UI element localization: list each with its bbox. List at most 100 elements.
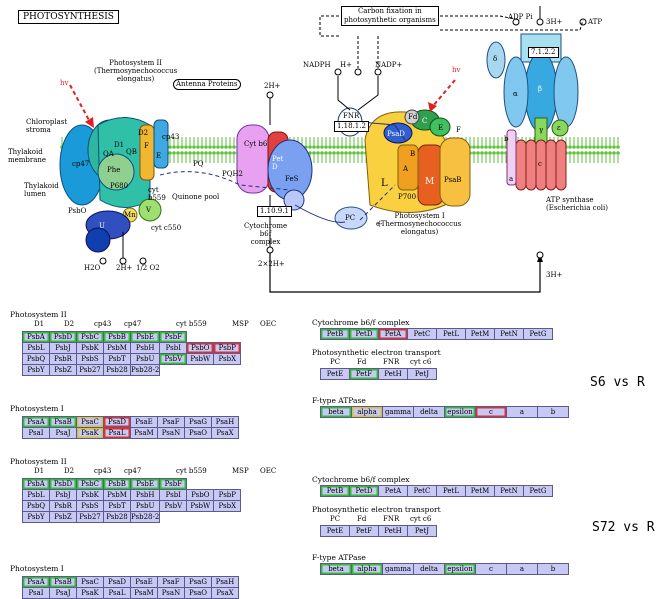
gene-cell[interactable]: b bbox=[537, 563, 569, 575]
gene-cell[interactable]: PsaB bbox=[49, 576, 77, 588]
gene-cell[interactable]: PsbB bbox=[103, 331, 131, 343]
gene-cell[interactable]: delta bbox=[413, 563, 445, 575]
gene-cell[interactable]: Psb27 bbox=[76, 364, 104, 376]
gene-cell[interactable]: PsbL bbox=[22, 342, 50, 354]
gene-cell[interactable]: delta bbox=[413, 406, 445, 418]
gene-cell[interactable]: PsaX bbox=[211, 587, 239, 599]
gene-cell[interactable]: PsaX bbox=[211, 427, 239, 439]
gene-cell[interactable]: PsaO bbox=[184, 427, 212, 439]
gene-cell[interactable]: PsbV bbox=[159, 500, 188, 512]
gene-cell[interactable]: alpha bbox=[351, 563, 383, 575]
gene-cell[interactable]: PsbO bbox=[186, 489, 215, 501]
gene-cell[interactable]: PetC bbox=[407, 328, 437, 340]
gene-cell[interactable]: PsbK bbox=[76, 489, 104, 501]
gene-cell[interactable]: PsbI bbox=[159, 342, 188, 354]
gene-cell[interactable]: PsbC bbox=[76, 331, 104, 343]
gene-cell[interactable]: PsbK bbox=[76, 342, 104, 354]
gene-cell[interactable]: PetL bbox=[436, 328, 466, 340]
gene-cell[interactable]: PsbY bbox=[22, 364, 50, 376]
gene-cell[interactable]: epsilon bbox=[444, 406, 476, 418]
gene-cell[interactable]: PsaJ bbox=[49, 587, 77, 599]
gene-cell[interactable]: PsbW bbox=[186, 353, 215, 365]
gene-cell[interactable]: PsbI bbox=[159, 489, 188, 501]
gene-cell[interactable]: c bbox=[475, 563, 507, 575]
gene-cell[interactable]: PsbP bbox=[213, 489, 242, 501]
gene-cell[interactable]: PsaA bbox=[22, 576, 50, 588]
gene-cell[interactable]: PsbQ bbox=[22, 353, 50, 365]
gene-cell[interactable]: PetD bbox=[349, 328, 379, 340]
gene-cell[interactable]: PsbS bbox=[76, 353, 104, 365]
gene-cell[interactable]: PetD bbox=[349, 485, 379, 497]
gene-cell[interactable]: Psb28 bbox=[103, 364, 131, 376]
gene-cell[interactable]: Psb28-2 bbox=[129, 511, 161, 523]
gene-cell[interactable]: PsbA bbox=[22, 331, 50, 343]
gene-cell[interactable]: PsbT bbox=[103, 500, 131, 512]
gene-cell[interactable]: epsilon bbox=[444, 563, 476, 575]
gene-cell[interactable]: PsaM bbox=[130, 587, 158, 599]
gene-cell[interactable]: PsbO bbox=[186, 342, 215, 354]
gene-cell[interactable]: PsbM bbox=[103, 342, 131, 354]
gene-cell[interactable]: PsaA bbox=[22, 416, 50, 428]
gene-cell[interactable]: PetN bbox=[494, 485, 524, 497]
gene-cell[interactable]: c bbox=[475, 406, 507, 418]
gene-cell[interactable]: PsbT bbox=[103, 353, 131, 365]
gene-cell[interactable]: PsaC bbox=[76, 416, 104, 428]
gene-cell[interactable]: PetA bbox=[378, 328, 408, 340]
gene-cell[interactable]: PetG bbox=[523, 328, 553, 340]
gene-cell[interactable]: PetF bbox=[349, 525, 379, 537]
gene-cell[interactable]: PsaK bbox=[76, 587, 104, 599]
gene-cell[interactable]: Psb28 bbox=[103, 511, 131, 523]
gene-cell[interactable]: PsaJ bbox=[49, 427, 77, 439]
gene-cell[interactable]: PsbE bbox=[129, 331, 161, 343]
gene-cell[interactable]: PsbM bbox=[103, 489, 131, 501]
gene-cell[interactable]: PsaN bbox=[157, 427, 185, 439]
gene-cell[interactable]: alpha bbox=[351, 406, 383, 418]
gene-cell[interactable]: PetE bbox=[320, 368, 350, 380]
gene-cell[interactable]: beta bbox=[320, 406, 352, 418]
gene-cell[interactable]: PetN bbox=[494, 328, 524, 340]
gene-cell[interactable]: PsaL bbox=[103, 587, 131, 599]
gene-cell[interactable]: PsbS bbox=[76, 500, 104, 512]
gene-cell[interactable]: PetL bbox=[436, 485, 466, 497]
ec-7-1-2-2[interactable]: 7.1.2.2 bbox=[528, 47, 559, 58]
gene-cell[interactable]: PetG bbox=[523, 485, 553, 497]
carbon-fixation-box[interactable]: Carbon fixation in photosynthetic organi… bbox=[341, 6, 439, 26]
gene-cell[interactable]: PetH bbox=[378, 368, 408, 380]
gene-cell[interactable]: PsaG bbox=[184, 416, 212, 428]
gene-cell[interactable]: a bbox=[506, 406, 538, 418]
gene-cell[interactable]: PsbB bbox=[103, 478, 131, 490]
gene-cell[interactable]: PsaE bbox=[130, 576, 158, 588]
gene-cell[interactable]: PsaF bbox=[157, 576, 185, 588]
gene-cell[interactable]: PsbJ bbox=[49, 342, 77, 354]
gene-cell[interactable]: PsbW bbox=[186, 500, 215, 512]
gene-cell[interactable]: Psb27 bbox=[76, 511, 104, 523]
gene-cell[interactable]: PsbJ bbox=[49, 489, 77, 501]
ec-1-10-9-1[interactable]: 1.10.9.1 bbox=[257, 206, 292, 217]
gene-cell[interactable]: PsaC bbox=[76, 576, 104, 588]
gene-cell[interactable]: PsbX bbox=[213, 500, 242, 512]
gene-cell[interactable]: PetM bbox=[465, 328, 495, 340]
gene-cell[interactable]: PsbQ bbox=[22, 500, 50, 512]
gene-cell[interactable]: PsbZ bbox=[49, 511, 77, 523]
gene-cell[interactable]: PsaB bbox=[49, 416, 77, 428]
gene-cell[interactable]: beta bbox=[320, 563, 352, 575]
gene-cell[interactable]: PsbR bbox=[49, 500, 77, 512]
gene-cell[interactable]: PsaO bbox=[184, 587, 212, 599]
gene-cell[interactable]: a bbox=[506, 563, 538, 575]
gene-cell[interactable]: PsbD bbox=[49, 478, 77, 490]
gene-cell[interactable]: Psb28-2 bbox=[129, 364, 161, 376]
gene-cell[interactable]: PetH bbox=[378, 525, 408, 537]
gene-cell[interactable]: gamma bbox=[382, 563, 414, 575]
gene-cell[interactable]: PetB bbox=[320, 328, 350, 340]
gene-cell[interactable]: PsbV bbox=[159, 353, 188, 365]
gene-cell[interactable]: PetJ bbox=[407, 368, 437, 380]
gene-cell[interactable]: PsaD bbox=[103, 416, 131, 428]
gene-cell[interactable]: PsaM bbox=[130, 427, 158, 439]
gene-cell[interactable]: PetM bbox=[465, 485, 495, 497]
gene-cell[interactable]: PsaE bbox=[130, 416, 158, 428]
ec-1-18-1-2[interactable]: 1.18.1.2 bbox=[334, 121, 369, 132]
gene-cell[interactable]: PsbD bbox=[49, 331, 77, 343]
gene-cell[interactable]: PsaL bbox=[103, 427, 131, 439]
gene-cell[interactable]: PsaD bbox=[103, 576, 131, 588]
antenna-proteins-box[interactable]: Antenna Proteins bbox=[173, 79, 241, 90]
